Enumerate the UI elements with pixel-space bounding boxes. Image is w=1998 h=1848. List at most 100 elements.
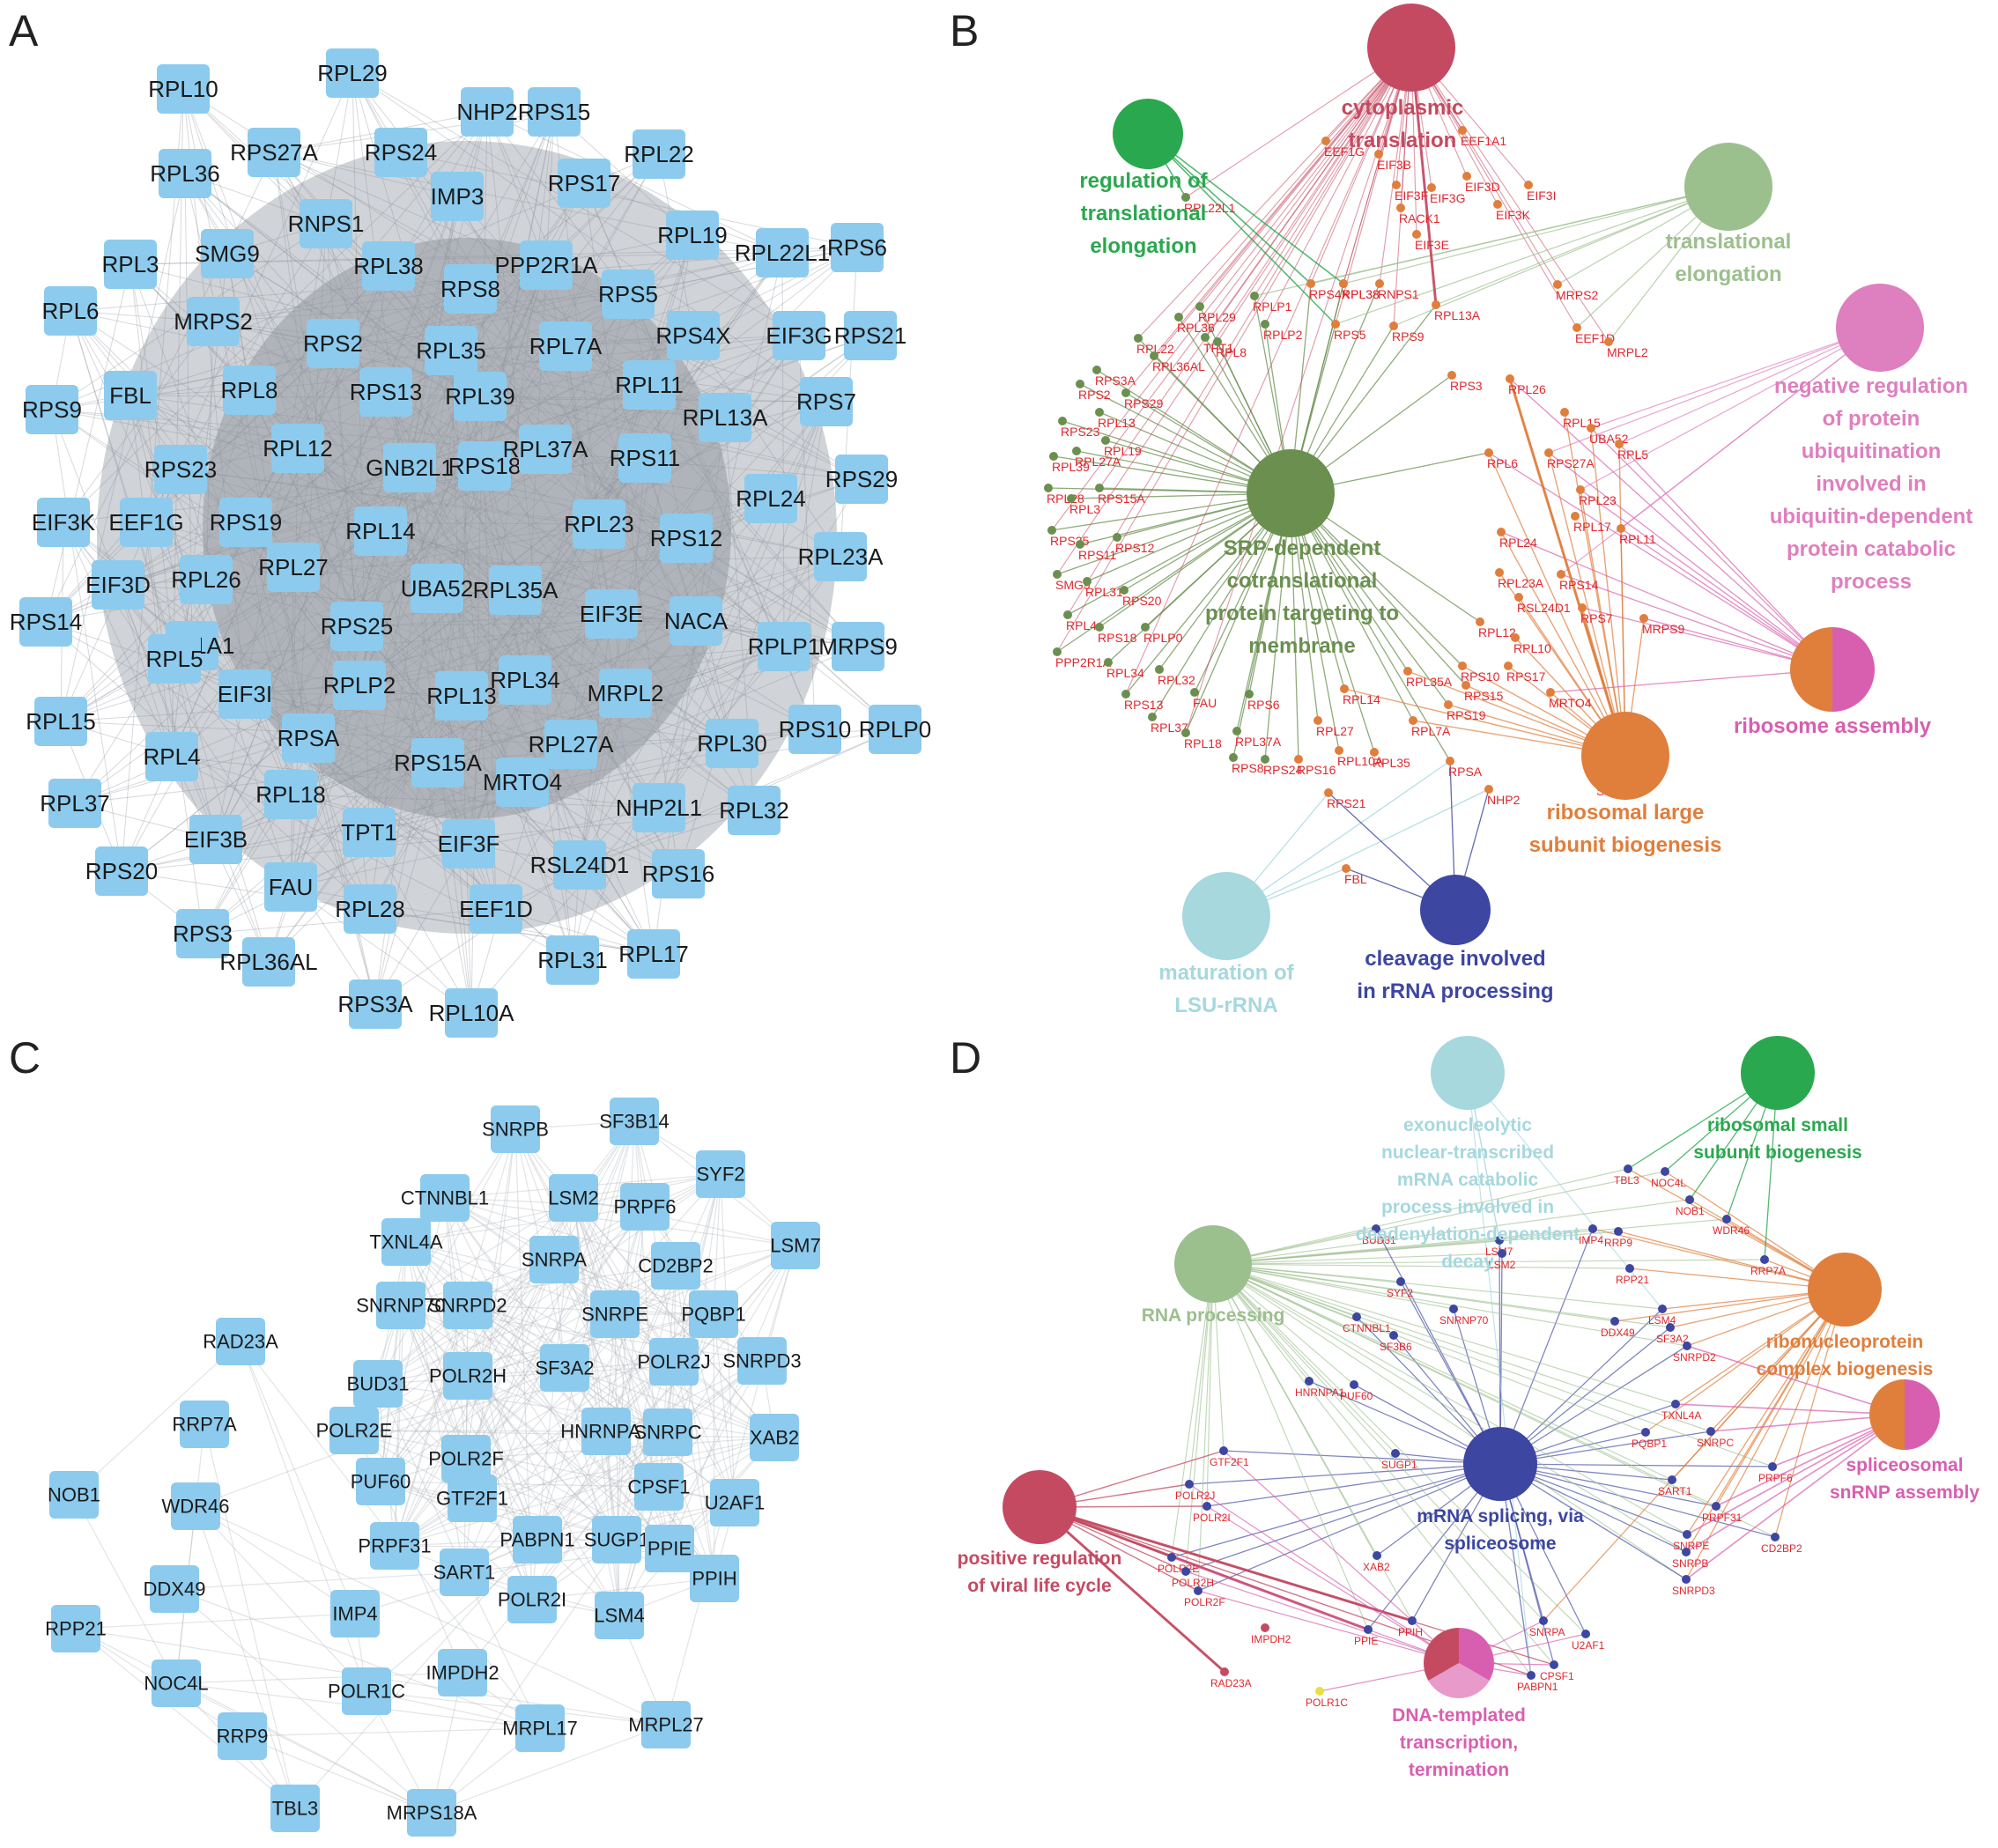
gene-label: RRP7A (1750, 1265, 1786, 1277)
node-rps8: RPS8 (440, 264, 500, 314)
gene-rpl37: RPL37 (1148, 713, 1188, 735)
edge (352, 72, 827, 403)
node-rps11: RPS11 (610, 433, 680, 483)
gene-label: MRPS2 (1556, 288, 1598, 302)
edge (394, 1375, 469, 1547)
edge (388, 265, 650, 386)
node-ddx49: DDX49 (144, 1565, 206, 1613)
edge (627, 247, 858, 295)
gene-eif3d: EIF3D (1462, 172, 1500, 194)
edge (45, 469, 181, 623)
panel-letter-a: A (9, 6, 39, 55)
node-rpl37: RPL37 (40, 779, 110, 828)
gene-prpf6: PRPF6 (1758, 1462, 1793, 1484)
edge (380, 1481, 660, 1488)
node-label: RPL5 (145, 646, 203, 672)
gene-tpt1: TPT1 (1201, 333, 1233, 355)
gene-label: RPL18 (1184, 736, 1222, 750)
node-box (330, 602, 383, 651)
node-rps6: RPS6 (827, 223, 887, 272)
node-rps7: RPS7 (796, 377, 856, 426)
node-label: NHP2L1 (616, 795, 702, 821)
gene-dot (1342, 864, 1350, 873)
edge (394, 1361, 675, 1547)
edge (1560, 573, 1833, 670)
gene-label: POLR2I (1193, 1512, 1231, 1524)
gene-dot (1315, 1687, 1324, 1696)
edge (1488, 452, 1626, 757)
edge (436, 588, 472, 1014)
term-circle-half (1869, 1379, 1905, 1450)
edge (245, 521, 360, 686)
gene-dot (1572, 323, 1581, 332)
edge (1212, 1263, 1555, 1666)
node-sf3b14: SF3B14 (599, 1098, 670, 1145)
gene-tbl3: TBL3 (1614, 1164, 1639, 1186)
edge (467, 1197, 574, 1377)
node-label: PUF60 (351, 1471, 411, 1493)
node-rps27a: RPS27A (230, 128, 319, 177)
node-box (558, 159, 610, 208)
node-box (660, 514, 713, 563)
edge (409, 288, 471, 469)
gene-label: RPL13A (1434, 308, 1481, 322)
gene-dot (1614, 1227, 1623, 1236)
gene-dot (1120, 586, 1128, 595)
node-label: RPS19 (210, 509, 282, 536)
gene-dot (1058, 417, 1067, 425)
edge (244, 72, 353, 695)
gene-label: TBL3 (1614, 1174, 1639, 1186)
node-hnrnpa1: HNRNPA1 (560, 1408, 652, 1455)
enrichment-network-b: EEF1GEIF3BEEF1A1EIF3FEIF3DEIF3IEIF3GEIF3… (1044, 4, 1972, 1017)
edge (359, 264, 547, 686)
edge (45, 621, 371, 910)
node-label: RPS23 (144, 456, 217, 483)
edge (1580, 489, 1833, 670)
edge (1581, 607, 1833, 670)
term-circle (1367, 4, 1455, 92)
gene-label: EIF3E (1415, 238, 1449, 252)
node-snrpe: SNRPE (581, 1290, 648, 1338)
node-label: DDX49 (144, 1578, 206, 1600)
node-box (643, 1408, 692, 1456)
edge (1232, 492, 1291, 758)
gene-label: RPS24 (1263, 763, 1303, 777)
edge (536, 1245, 796, 1541)
edge (1618, 327, 1881, 445)
node-label: EIF3G (766, 322, 832, 349)
edge (202, 335, 871, 935)
gene-dot (1458, 126, 1467, 135)
edge (394, 1305, 469, 1547)
gene-dot (1484, 448, 1493, 457)
term-circle (1420, 875, 1491, 945)
edge (1212, 1263, 1646, 1433)
gene-rpl7a: RPL7A (1409, 716, 1451, 738)
node-rpl27: RPL27 (258, 543, 329, 592)
node-label: PPP2R1A (494, 252, 598, 278)
edge (1290, 492, 1451, 762)
node-cpsf1: CPSF1 (628, 1463, 690, 1511)
edge (465, 1259, 555, 1460)
term-circle (1741, 1036, 1815, 1110)
node-label: SYF2 (696, 1164, 744, 1186)
edge (486, 111, 629, 295)
gene-polr2f: POLR2F (1184, 1586, 1225, 1608)
edge (394, 1305, 402, 1547)
node-box (425, 326, 477, 375)
edge (195, 1505, 667, 1726)
node-label: RPL39 (445, 383, 515, 410)
gene-dot (1053, 570, 1062, 579)
node-box (48, 779, 101, 828)
gene-label: RPL36AL (1152, 359, 1205, 373)
gene-rps13: RPS13 (1121, 690, 1164, 712)
term-circle (1684, 143, 1772, 231)
term-label-line: elongation (1675, 262, 1781, 286)
node-label: EEF1D (459, 896, 533, 922)
gene-dot (1403, 667, 1412, 676)
edge (60, 465, 485, 722)
node-label: SNRPB (482, 1119, 549, 1141)
node-box (507, 1576, 557, 1623)
gene-label: RPL38 (1342, 287, 1380, 301)
